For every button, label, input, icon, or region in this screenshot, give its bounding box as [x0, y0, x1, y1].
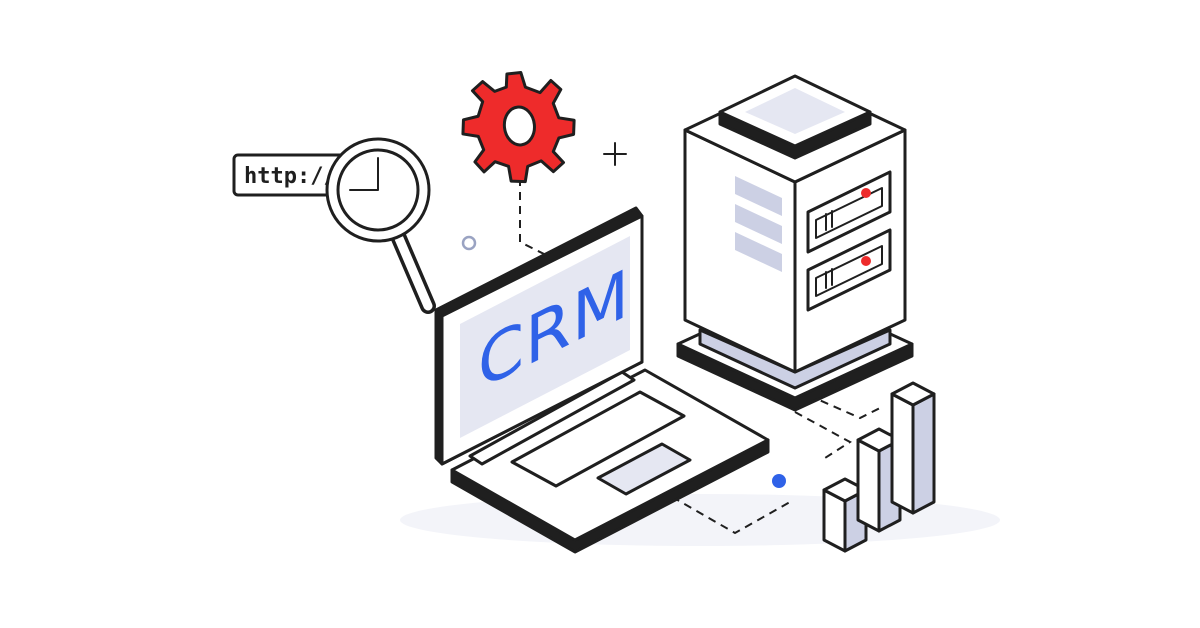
plus-icon	[603, 142, 627, 166]
gear-icon	[461, 71, 576, 184]
server-led-1	[861, 188, 871, 198]
hollow-dot	[461, 235, 477, 251]
magnifier-icon	[325, 137, 436, 314]
blue-dot	[772, 474, 786, 488]
url-text: http://	[244, 164, 337, 189]
laptop-icon: CRM	[434, 206, 770, 554]
bar-chart-icon	[822, 381, 936, 553]
server-icon	[676, 74, 914, 412]
server-led-2	[861, 256, 871, 266]
connection-lines	[519, 178, 881, 535]
bar-tall	[890, 381, 936, 515]
